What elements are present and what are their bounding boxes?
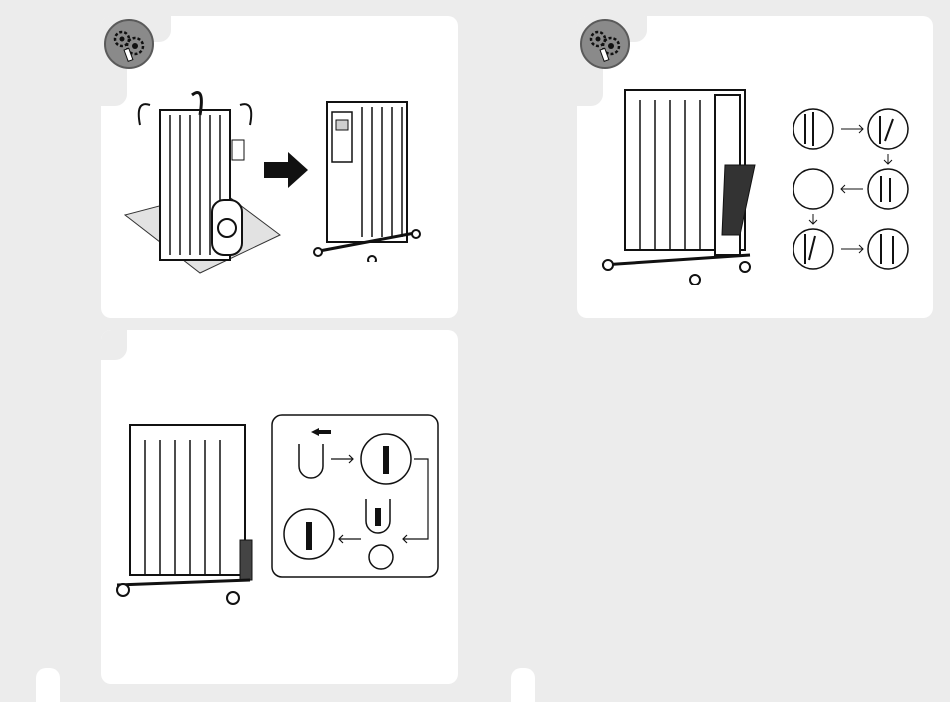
tools-icon	[580, 19, 630, 69]
tools-icon	[104, 19, 154, 69]
panel-corner-tab	[101, 330, 127, 360]
heater-with-cord-storage-illustration	[600, 85, 770, 285]
right-arrow	[264, 152, 308, 188]
heater-side-illustration	[115, 420, 265, 605]
page-edge-tab-left	[36, 668, 60, 702]
cord-clip-steps-diagram	[271, 414, 439, 578]
page-edge-tab-right	[511, 668, 535, 702]
heater-upright-illustration	[312, 92, 422, 262]
cord-storage-steps-diagram	[793, 104, 913, 274]
